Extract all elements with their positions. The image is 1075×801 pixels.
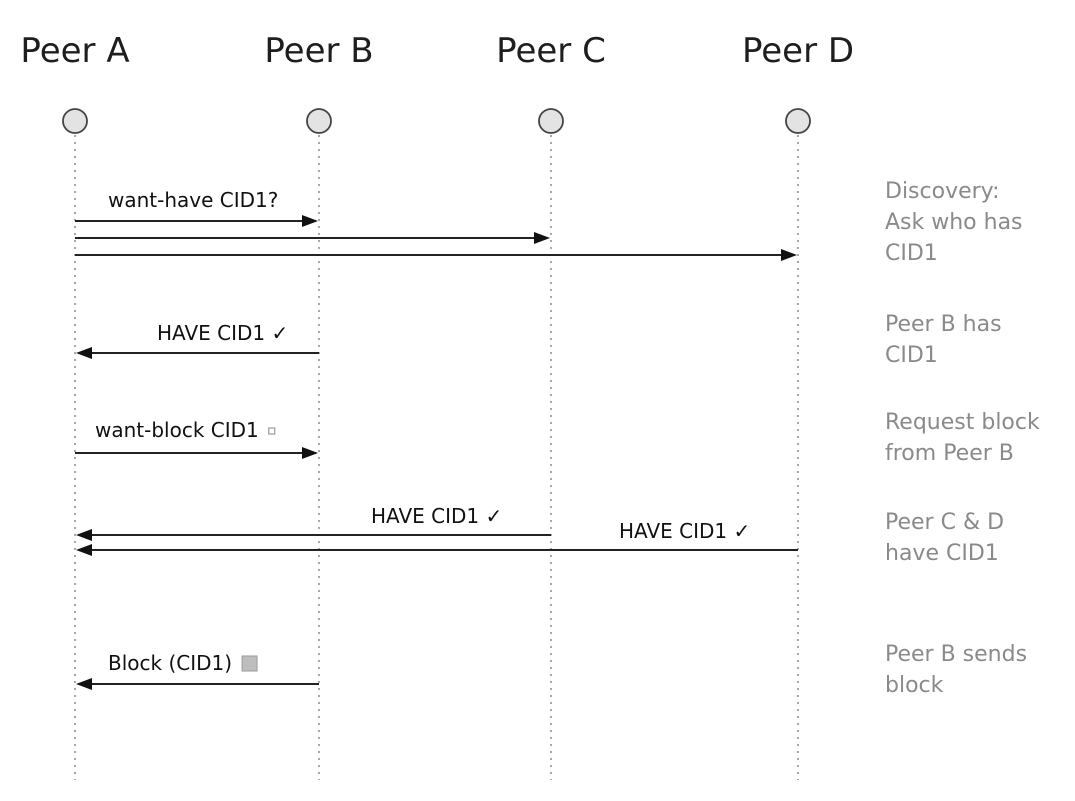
message-label: HAVE CID1 ✓ <box>371 504 502 528</box>
step-note-line: Peer B has <box>885 312 1002 337</box>
arrowhead-icon <box>76 678 92 690</box>
peer-node-c <box>538 108 564 134</box>
message-arrow: want-block CID1 <box>75 418 318 459</box>
peer-nodes <box>62 108 811 134</box>
step-note-line: Ask who has <box>885 210 1023 235</box>
peer-title-d: Peer D <box>742 31 854 71</box>
step-note-line: CID1 <box>885 241 938 266</box>
message-label: HAVE CID1 ✓ <box>619 519 750 543</box>
message-label: HAVE CID1 ✓ <box>157 321 288 345</box>
peer-node-a <box>62 108 88 134</box>
message-arrow <box>75 249 797 261</box>
arrowhead-icon <box>781 249 797 261</box>
arrowhead-icon <box>76 347 92 359</box>
message-label: want-have CID1? <box>108 188 278 212</box>
message-arrow: HAVE CID1 ✓ <box>76 504 551 541</box>
arrowhead-icon <box>534 232 550 244</box>
message-arrow: Block (CID1) <box>76 651 319 690</box>
peer-node-b <box>306 108 332 134</box>
arrowhead-icon <box>76 544 92 556</box>
peer-node-d <box>785 108 811 134</box>
block-outline-icon <box>268 427 276 435</box>
message-label: Block (CID1) <box>108 651 232 675</box>
peer-title-b: Peer B <box>264 31 373 71</box>
peer-title-a: Peer A <box>20 31 129 71</box>
message-arrow <box>75 232 550 244</box>
step-note-line: have CID1 <box>885 541 999 566</box>
step-note-line: Discovery: <box>885 179 1000 204</box>
arrowhead-icon <box>302 215 318 227</box>
message-arrow: HAVE CID1 ✓ <box>76 519 798 556</box>
message-arrow: HAVE CID1 ✓ <box>76 321 319 359</box>
arrowhead-icon <box>302 447 318 459</box>
step-note-line: CID1 <box>885 343 938 368</box>
step-note-line: Peer C & D <box>885 510 1004 535</box>
peer-titles: Peer A Peer B Peer C Peer D <box>20 31 854 71</box>
step-note: Peer C & D have CID1 <box>885 510 1004 566</box>
message-arrow: want-have CID1? <box>75 188 318 227</box>
step-note-line: Peer B sends <box>885 642 1027 667</box>
peer-title-c: Peer C <box>496 31 606 71</box>
step-note-line: from Peer B <box>885 441 1014 466</box>
step-note: Peer B sends block <box>885 642 1027 698</box>
step-note: Request block from Peer B <box>885 410 1040 466</box>
block-icon <box>241 655 258 672</box>
lifelines <box>74 135 799 780</box>
message-label: want-block CID1 <box>95 418 259 442</box>
step-note-line: block <box>885 673 944 698</box>
step-note-line: Request block <box>885 410 1040 435</box>
messages: want-have CID1? HAVE CID1 ✓ want-block CID… <box>75 188 798 690</box>
arrowhead-icon <box>76 529 92 541</box>
